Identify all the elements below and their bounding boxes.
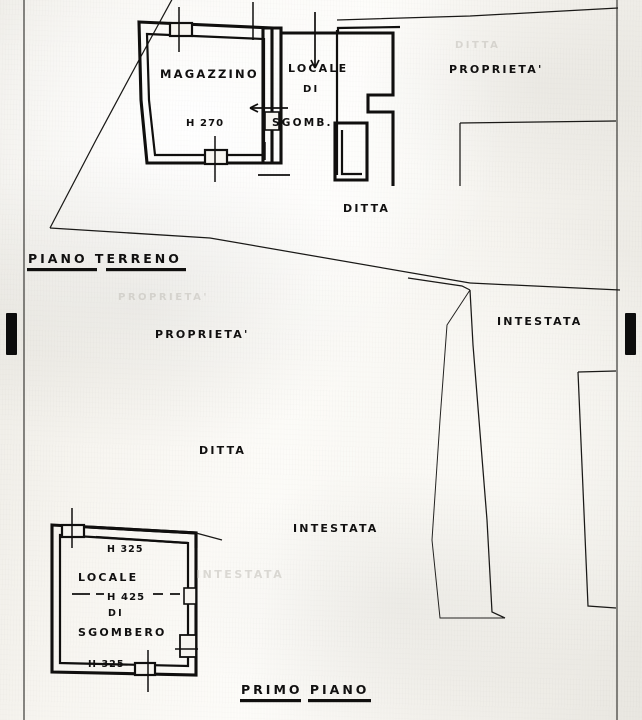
label-intestata-p1-right: INTESTATA [497,315,583,328]
caption-piano-terreno: PIANO TERRENO [27,251,186,272]
ground-parcel-boundaries [49,0,621,291]
caption-piano-terreno-text: PIANO TERRENO [28,251,182,266]
label-height-bottom-p1: H 325 [88,659,125,670]
registration-mark-right [625,313,636,355]
label-ditta-ground: DITTA [343,202,390,215]
room-magazzino-openings [168,21,229,166]
label-locale-p1-line2: DI [108,608,124,619]
ground-dimension-marks [178,2,320,182]
label-locale-p1-line3: SGOMBERO [78,626,167,639]
ground-right-block [333,121,369,182]
first-floor-openings [60,523,197,677]
label-magazzino-height: H 270 [186,118,224,129]
label-locale-line2: DI [303,84,319,95]
ghost-text-mid-center: INTESTATA [196,568,284,581]
room-magazzino-walls [137,20,274,165]
label-proprieta-ground: PROPRIETA' [449,63,544,76]
first-floor-drawing: H 325 LOCALE H 425 DI SGOMBERO H 325 PRO… [50,277,617,692]
first-floor-dimension-marks [71,508,198,692]
sheet-frame [23,0,618,720]
ground-floor-drawing: MAGAZZINO H 270 LOCALE DI SGOMB. PROPRIE… [49,0,621,291]
label-height-top-p1: H 325 [107,544,144,555]
label-proprieta-p1: PROPRIETA' [155,328,250,341]
ghost-text-top-right: DITTA [455,40,500,51]
first-floor-parcel-boundaries [407,277,617,619]
ghost-bleed-text: DITTA PROPRIETA' INTESTATA [118,40,500,581]
room-locale-sgombero-walls [281,25,401,186]
label-magazzino: MAGAZZINO [160,67,259,81]
first-floor-top-wall-extension [87,525,223,548]
label-intestata-p1-center: INTESTATA [293,522,379,535]
label-ditta-p1: DITTA [199,444,246,457]
ghost-text-mid-left: PROPRIETA' [118,292,209,303]
label-locale-p1-line1: LOCALE [78,571,138,584]
ground-partition-wall [261,26,283,165]
registration-mark-left [6,313,17,355]
caption-primo-piano-text: PRIMO PIANO [241,682,369,697]
label-height-middle-p1: H 425 [107,592,145,603]
label-locale-line1: LOCALE [288,62,348,75]
caption-primo-piano: PRIMO PIANO [240,682,371,703]
label-locale-line3: SGOMB. [272,117,333,129]
